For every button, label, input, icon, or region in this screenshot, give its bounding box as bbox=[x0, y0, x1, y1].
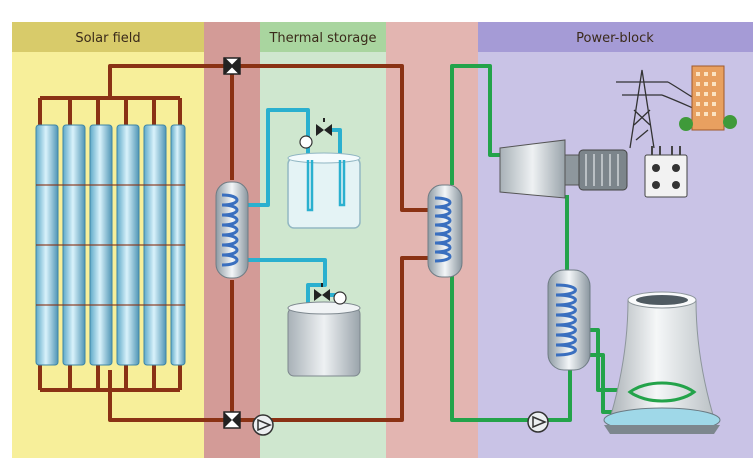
power-block-header bbox=[478, 22, 753, 52]
heat-exchanger-icon bbox=[427, 184, 463, 278]
power-block-label: Power-block bbox=[576, 31, 654, 46]
generator-icon bbox=[578, 149, 628, 191]
transformer-icon bbox=[644, 146, 688, 198]
building-icon bbox=[679, 65, 737, 131]
heat-exchanger-icon bbox=[547, 269, 591, 371]
heat-exchanger-icon bbox=[215, 181, 249, 279]
thermal-storage-label: Thermal storage bbox=[268, 31, 376, 46]
solar-collector-array bbox=[35, 124, 186, 366]
turbine-icon bbox=[499, 139, 580, 199]
cooling-tower-icon bbox=[603, 291, 721, 434]
thermal-storage-header bbox=[260, 22, 386, 52]
thermal-storage-zone bbox=[260, 22, 386, 458]
pump-icon bbox=[527, 411, 549, 433]
valve-icon bbox=[223, 411, 241, 429]
solar-field-header bbox=[12, 22, 204, 52]
tank-icon bbox=[287, 291, 361, 377]
pump-icon bbox=[252, 414, 274, 436]
valve-icon bbox=[316, 118, 332, 136]
valve-icon bbox=[314, 283, 330, 301]
tank-icon bbox=[287, 135, 361, 229]
valve-icon bbox=[223, 57, 241, 75]
solar-field-label: Solar field bbox=[75, 31, 140, 46]
